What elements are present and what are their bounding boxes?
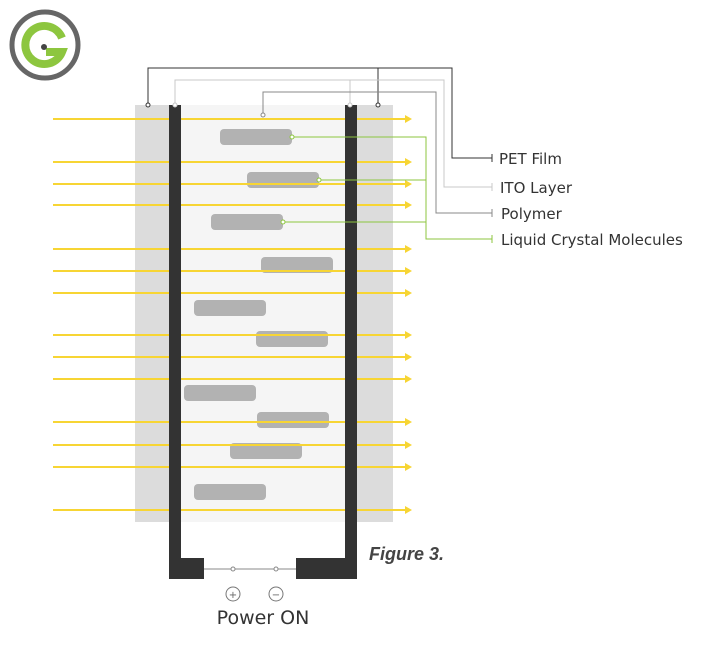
right-terminal-block xyxy=(296,558,357,579)
lc-molecule xyxy=(230,443,302,459)
leader-pet-film xyxy=(145,67,493,162)
lc-molecule xyxy=(194,484,266,500)
label-polymer: Polymer xyxy=(501,205,563,223)
label-ito-layer: ITO Layer xyxy=(500,179,573,197)
left-terminal-block xyxy=(169,558,204,579)
lc-molecule xyxy=(256,331,328,347)
figure-caption: Figure 3. xyxy=(369,544,444,564)
right-electrode xyxy=(345,105,357,579)
power-wire xyxy=(204,566,296,572)
lc-molecule xyxy=(220,129,292,145)
electrode-circuit xyxy=(169,105,357,579)
lc-molecule xyxy=(257,412,329,428)
plus-terminal-icon: + xyxy=(225,586,241,602)
lc-molecule xyxy=(247,172,319,188)
leader-ito-layer xyxy=(172,79,493,191)
g-logo-icon xyxy=(9,9,81,81)
lc-molecule xyxy=(261,257,333,273)
power-label: Power ON xyxy=(217,607,310,629)
label-pet-film: PET Film xyxy=(499,150,562,168)
left-electrode xyxy=(169,105,181,579)
minus-terminal-icon: − xyxy=(268,586,284,602)
leader-polymer xyxy=(260,91,493,217)
lc-molecule xyxy=(194,300,266,316)
svg-text:+: + xyxy=(229,590,237,601)
label-liquid-crystal: Liquid Crystal Molecules xyxy=(501,231,683,249)
lc-molecule xyxy=(184,385,256,401)
lc-molecule xyxy=(211,214,283,230)
svg-text:−: − xyxy=(272,590,280,601)
leader-liquid-crystal xyxy=(280,134,493,243)
